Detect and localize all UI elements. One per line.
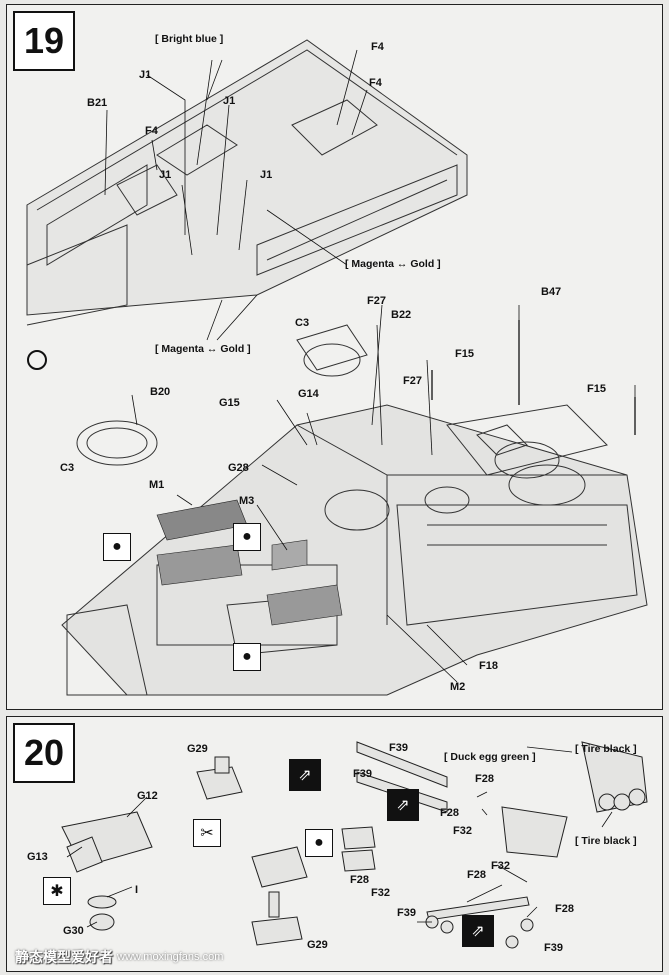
color-note-tire-black: [ Tire black ] [575, 835, 637, 847]
part-label-b21: B21 [87, 97, 108, 109]
part-label-j1: J1 [159, 169, 172, 181]
part-label-f32: F32 [453, 825, 472, 837]
part-label-m3: M3 [239, 495, 255, 507]
part-label-f15: F15 [587, 383, 606, 395]
part-label-g12: G12 [137, 790, 158, 802]
part-label-f32: F32 [491, 860, 510, 872]
part-label-b20: B20 [150, 386, 171, 398]
color-note-duck-egg-green: [ Duck egg green ] [444, 751, 536, 763]
part-label-f39: F39 [389, 742, 408, 754]
cement-drop-icon: ● [305, 829, 333, 857]
color-note-tire-black: [ Tire black ] [575, 743, 637, 755]
part-label-f4: F4 [369, 77, 382, 89]
cement-drop-icon: ● [233, 643, 261, 671]
cement-drop-icon: ● [233, 523, 261, 551]
part-label-g28: G28 [228, 462, 249, 474]
part-label-b22: B22 [391, 309, 412, 321]
glue-icon: ✱ [43, 877, 71, 905]
step-20-panel: 20 [6, 716, 663, 972]
flip-arrow-icon: ⇗ [387, 789, 419, 821]
part-label-f27: F27 [403, 375, 422, 387]
cut-icon: ✂ [193, 819, 221, 847]
flip-arrow-icon: ⇗ [289, 759, 321, 791]
part-label-f15: F15 [455, 348, 474, 360]
step-19-drawing [26, 39, 648, 696]
watermark-url: www.moxingfans.com [117, 951, 224, 963]
color-note-magenta-gold-left: [ Magenta ↔ Gold ] [155, 343, 251, 355]
color-note-magenta-gold-right: [ Magenta ↔ Gold ] [345, 258, 441, 270]
part-label-f39: F39 [353, 768, 372, 780]
part-label-f4: F4 [371, 41, 384, 53]
part-label-c3: C3 [295, 317, 310, 329]
cement-drop-icon: ● [103, 533, 131, 561]
part-label-f28: F28 [475, 773, 494, 785]
part-label-m1: M1 [149, 479, 165, 491]
color-note-bright-blue: [ Bright blue ] [155, 33, 224, 45]
part-label-j1: J1 [139, 69, 152, 81]
part-label-i: I [135, 884, 139, 896]
flip-arrow-icon: ⇗ [462, 915, 494, 947]
part-label-f27: F27 [367, 295, 386, 307]
part-label-f28: F28 [440, 807, 459, 819]
part-label-m2: M2 [450, 681, 466, 693]
part-label-g13: G13 [27, 851, 48, 863]
watermark-text: 静态模型爱好者 [15, 949, 113, 965]
part-label-g29: G29 [307, 939, 328, 951]
part-label-g15: G15 [219, 397, 240, 409]
part-label-f18: F18 [479, 660, 498, 672]
step-number-20: 20 [13, 723, 75, 783]
part-label-c3: C3 [60, 462, 75, 474]
part-label-f28: F28 [467, 869, 486, 881]
part-label-f32: F32 [371, 887, 390, 899]
step-number-19: 19 [13, 11, 75, 71]
part-label-b47: B47 [541, 286, 562, 298]
part-label-f28: F28 [555, 903, 574, 915]
part-label-f39: F39 [397, 907, 416, 919]
part-label-g14: G14 [298, 388, 319, 400]
step-19-panel: 19 [6, 4, 663, 710]
part-label-g30: G30 [63, 925, 84, 937]
part-label-j1: J1 [223, 95, 236, 107]
part-label-f28: F28 [350, 874, 369, 886]
part-label-g29: G29 [187, 743, 208, 755]
part-label-j1: J1 [260, 169, 273, 181]
part-label-f39: F39 [544, 942, 563, 954]
step-20-drawing [61, 741, 648, 949]
part-label-f4: F4 [145, 125, 158, 137]
